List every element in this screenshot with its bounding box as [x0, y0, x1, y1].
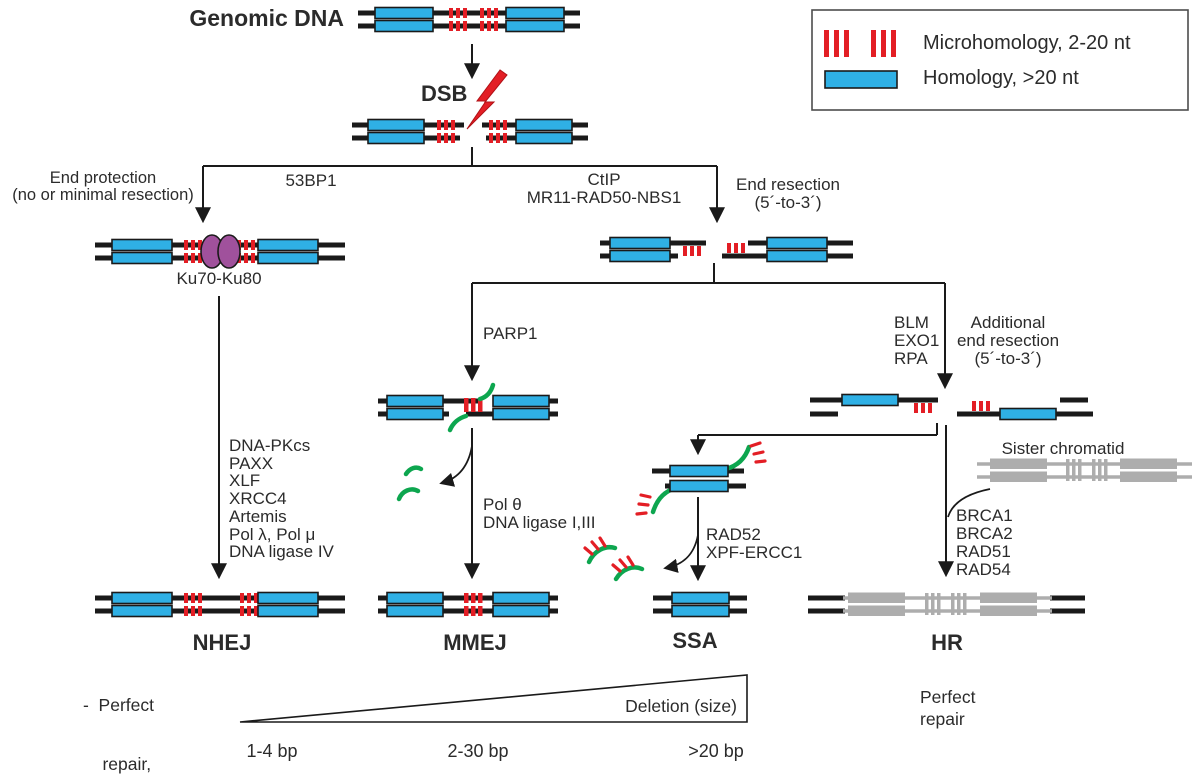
legend-microhomology-swatch — [824, 30, 896, 57]
sister-chromatid-label: Sister chromatid — [1001, 439, 1125, 458]
ssa-intermediate-graphic — [635, 441, 767, 516]
nhej-outcome-text: - Perfect repair, - Small insertion (few… — [83, 695, 154, 774]
lightning-bolt-icon — [466, 69, 508, 130]
pol-theta-ligase-list: Pol θ DNA ligase I,III — [483, 495, 596, 532]
ku70-ku80-label: Ku70-Ku80 — [176, 269, 262, 288]
ku-bound-dna-graphic — [95, 234, 345, 269]
mmej-flap-fragments — [396, 465, 424, 502]
size-1-4bp: 1-4 bp — [246, 741, 298, 761]
deletion-size-triangle — [239, 674, 748, 723]
mmej-product-graphic — [378, 591, 558, 618]
dsb-dna-graphic — [352, 118, 588, 145]
resected-dna-graphic — [600, 236, 853, 263]
size-gt20bp: >20 bp — [688, 741, 744, 761]
blm-exo1-rpa-list: BLM EXO1 RPA — [894, 313, 940, 368]
brca-rad-list: BRCA1 BRCA2 RAD51 RAD54 — [956, 506, 1013, 579]
hr-outcome-text: Perfect repair — [920, 687, 976, 729]
sister-chromatid-graphic — [977, 458, 1192, 482]
53bp1-label: 53BP1 — [285, 171, 337, 190]
end-resection-label: End resection (5´-to-3´) — [736, 175, 840, 213]
legend-box — [811, 9, 1189, 111]
hr-name: HR — [931, 630, 963, 655]
legend-homology-swatch — [824, 70, 898, 89]
genomic-dna-graphic — [358, 6, 580, 33]
ssa-name: SSA — [672, 628, 718, 653]
nhej-name: NHEJ — [192, 630, 252, 655]
hr-product-graphic — [808, 592, 1085, 616]
parp1-label: PARP1 — [483, 324, 538, 343]
legend-homology-label: Homology, >20 nt — [923, 67, 1079, 89]
ssa-flap-fragments — [583, 536, 645, 582]
mmej-name: MMEJ — [443, 630, 507, 655]
legend-microhomology-label: Microhomology, 2-20 nt — [923, 32, 1131, 54]
mmej-intermediate-graphic — [378, 382, 558, 433]
end-protection-label: End protection (no or minimal resection) — [12, 169, 194, 205]
deletion-size-label: Deletion (size) — [625, 696, 737, 716]
ssa-product-graphic — [653, 591, 747, 618]
nhej-product-graphic — [95, 591, 345, 618]
dsb-label: DSB — [421, 81, 468, 106]
size-2-30bp: 2-30 bp — [447, 741, 509, 761]
ku70-ku80-ovals — [200, 234, 241, 269]
additional-end-resection-label: Additional end resection (5´-to-3´) — [956, 313, 1060, 368]
rad52-ercc1-list: RAD52 XPF-ERCC1 — [706, 525, 803, 562]
nhej-factors-list: DNA-PKcs PAXX XLF XRCC4 Artemis Pol λ, P… — [229, 436, 334, 562]
ctip-mrn-label: CtIP MR11-RAD50-NBS1 — [526, 170, 682, 208]
genomic-dna-label: Genomic DNA — [189, 5, 344, 31]
hyper-resected-dna-graphic — [810, 393, 1093, 421]
flow-arrows — [195, 44, 991, 582]
